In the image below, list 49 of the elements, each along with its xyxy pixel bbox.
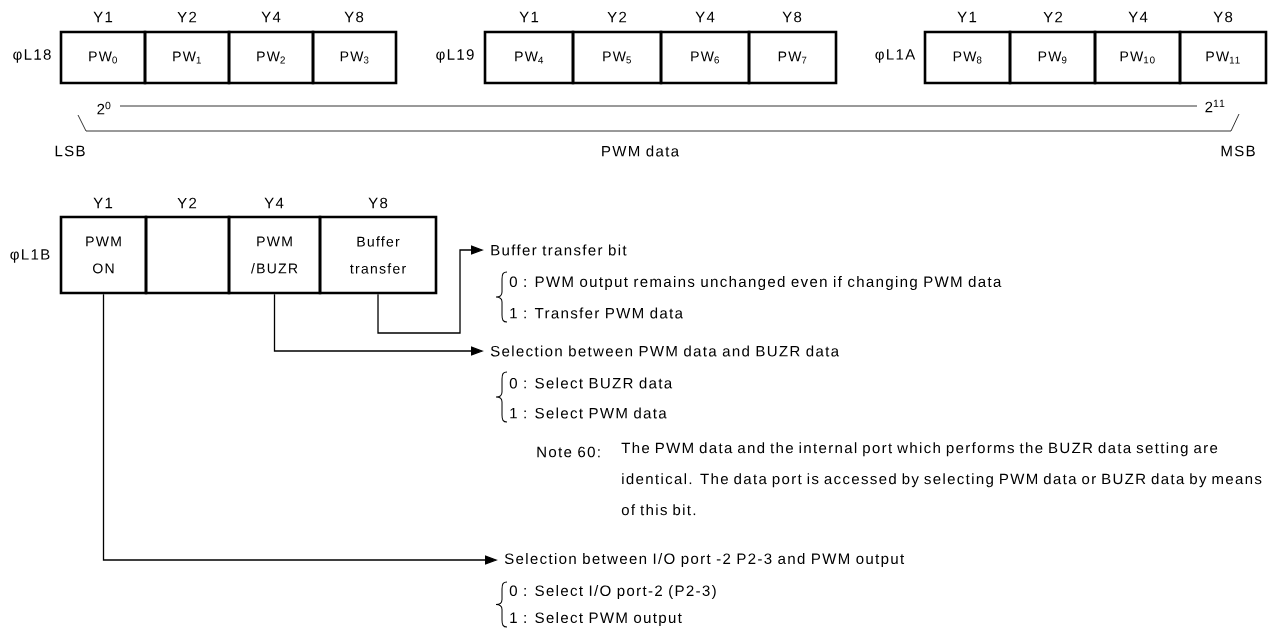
register-cell: PW$_{8}$ — [923, 30, 1012, 85]
bit-label: Y1 — [93, 197, 113, 209]
register-cell — [144, 215, 231, 295]
register-cell: PWM /BUZR — [227, 215, 322, 295]
bit-label: Y8 — [344, 11, 364, 23]
option-text: 0 : Select I/O port-2 (P2-3) — [509, 585, 716, 599]
register-cell: Buffer transfer — [318, 215, 438, 295]
register-cell: PW$_{1}$ — [143, 30, 231, 85]
bit-label: Y4 — [1128, 11, 1148, 23]
bit-weight: 2$^{11}$ — [1205, 99, 1225, 113]
bit-label: Y8 — [782, 11, 802, 23]
register-cell: PW$_{9}$ — [1008, 30, 1097, 85]
option-text: 1 : Select PWM output — [510, 612, 682, 626]
register-cell: PWM ON — [59, 215, 148, 295]
bit-label: Y4 — [261, 11, 281, 23]
end-label: MSB — [1221, 145, 1255, 157]
register-cell: PW$_{10}$ — [1093, 30, 1182, 85]
register-cell: PW$_{2}$ — [227, 30, 315, 85]
option-text: 1 : Select PWM data — [510, 407, 667, 419]
option-text: 0 : Select BUZR data — [509, 377, 673, 389]
bit-label: Y2 — [177, 197, 197, 209]
description-text: Selection between PWM data and BUZR data — [490, 345, 840, 357]
bit-label: Y2 — [607, 11, 627, 23]
option-text: 0 : PWM output remains unchanged even if changing PWM data — [509, 276, 1002, 290]
bit-label: Y1 — [519, 11, 539, 23]
bit-label: Y4 — [264, 197, 284, 209]
register-cell: PW$_{3}$ — [311, 30, 398, 85]
description-text: Buffer transfer bit — [491, 244, 627, 256]
option-text: 1 : Transfer PWM data — [510, 307, 683, 319]
bit-label: Y4 — [695, 11, 715, 23]
register-cell: PW$_{6}$ — [659, 30, 751, 85]
bit-label: Y1 — [957, 11, 977, 23]
register-label: φL19 — [436, 49, 474, 63]
bit-label: Y2 — [177, 11, 197, 23]
register-cell: PW$_{5}$ — [571, 30, 663, 85]
register-label: φL1A — [875, 49, 916, 63]
bit-label: Y8 — [1213, 11, 1233, 23]
end-label: PWM data — [602, 145, 680, 157]
note-text: The PWM data and the internal port which performs the BUZR data setting are identical. The data port is accessed by selecting PWM data or BUZR data by means of this bit. — [621, 442, 1262, 516]
register-cell: PW$_{11}$ — [1178, 30, 1268, 85]
description-text: Selection between I/O port -2 P2-3 and PWM output — [504, 553, 905, 567]
register-cell: PW$_{4}$ — [483, 30, 575, 85]
end-label: LSB — [55, 145, 85, 157]
bit-label: Y2 — [1043, 11, 1063, 23]
register-cell: PW$_{7}$ — [747, 30, 838, 85]
register-cell: PW$_{0}$ — [59, 30, 147, 85]
note-label: Note 60: — [537, 446, 600, 458]
bit-weight: 2$^{0}$ — [97, 101, 111, 115]
bit-label: Y1 — [93, 11, 113, 23]
